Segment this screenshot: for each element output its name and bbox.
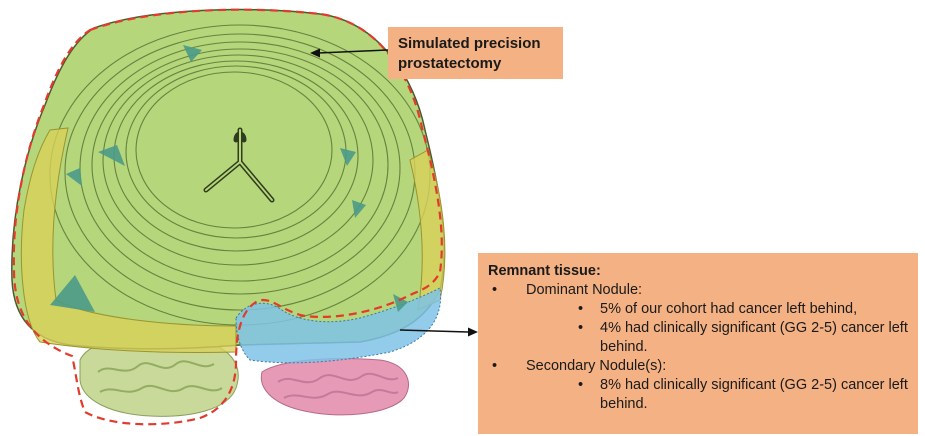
callout-simulated-prostatectomy: Simulated precision prostatectomy [388, 27, 563, 79]
callout-remnant-tissue: Remnant tissue: Dominant Nodule: 5% of o… [478, 253, 918, 434]
sublist-item: 8% had clinically significant (GG 2-5) c… [526, 376, 908, 414]
list-item-dominant-nodule: Dominant Nodule: 5% of our cohort had ca… [488, 281, 908, 357]
secondary-nodules-label: Secondary Nodule(s): [526, 358, 666, 374]
callout-top-line1: Simulated precision [398, 34, 553, 54]
sublist-item: 5% of our cohort had cancer left behind, [526, 300, 908, 319]
secondary-nodules-sublist: 8% had clinically significant (GG 2-5) c… [526, 376, 908, 414]
remnant-list: Dominant Nodule: 5% of our cohort had ca… [488, 281, 908, 414]
callout-top-line2: prostatectomy [398, 54, 553, 74]
dominant-nodule-label: Dominant Nodule: [526, 282, 642, 298]
list-item-secondary-nodules: Secondary Nodule(s): 8% had clinically s… [488, 357, 908, 414]
right-seminal-vesicle [261, 359, 408, 415]
dominant-nodule-sublist: 5% of our cohort had cancer left behind,… [526, 300, 908, 357]
sublist-item: 4% had clinically significant (GG 2-5) c… [526, 319, 908, 357]
callout-remnant-title: Remnant tissue: [488, 262, 908, 281]
